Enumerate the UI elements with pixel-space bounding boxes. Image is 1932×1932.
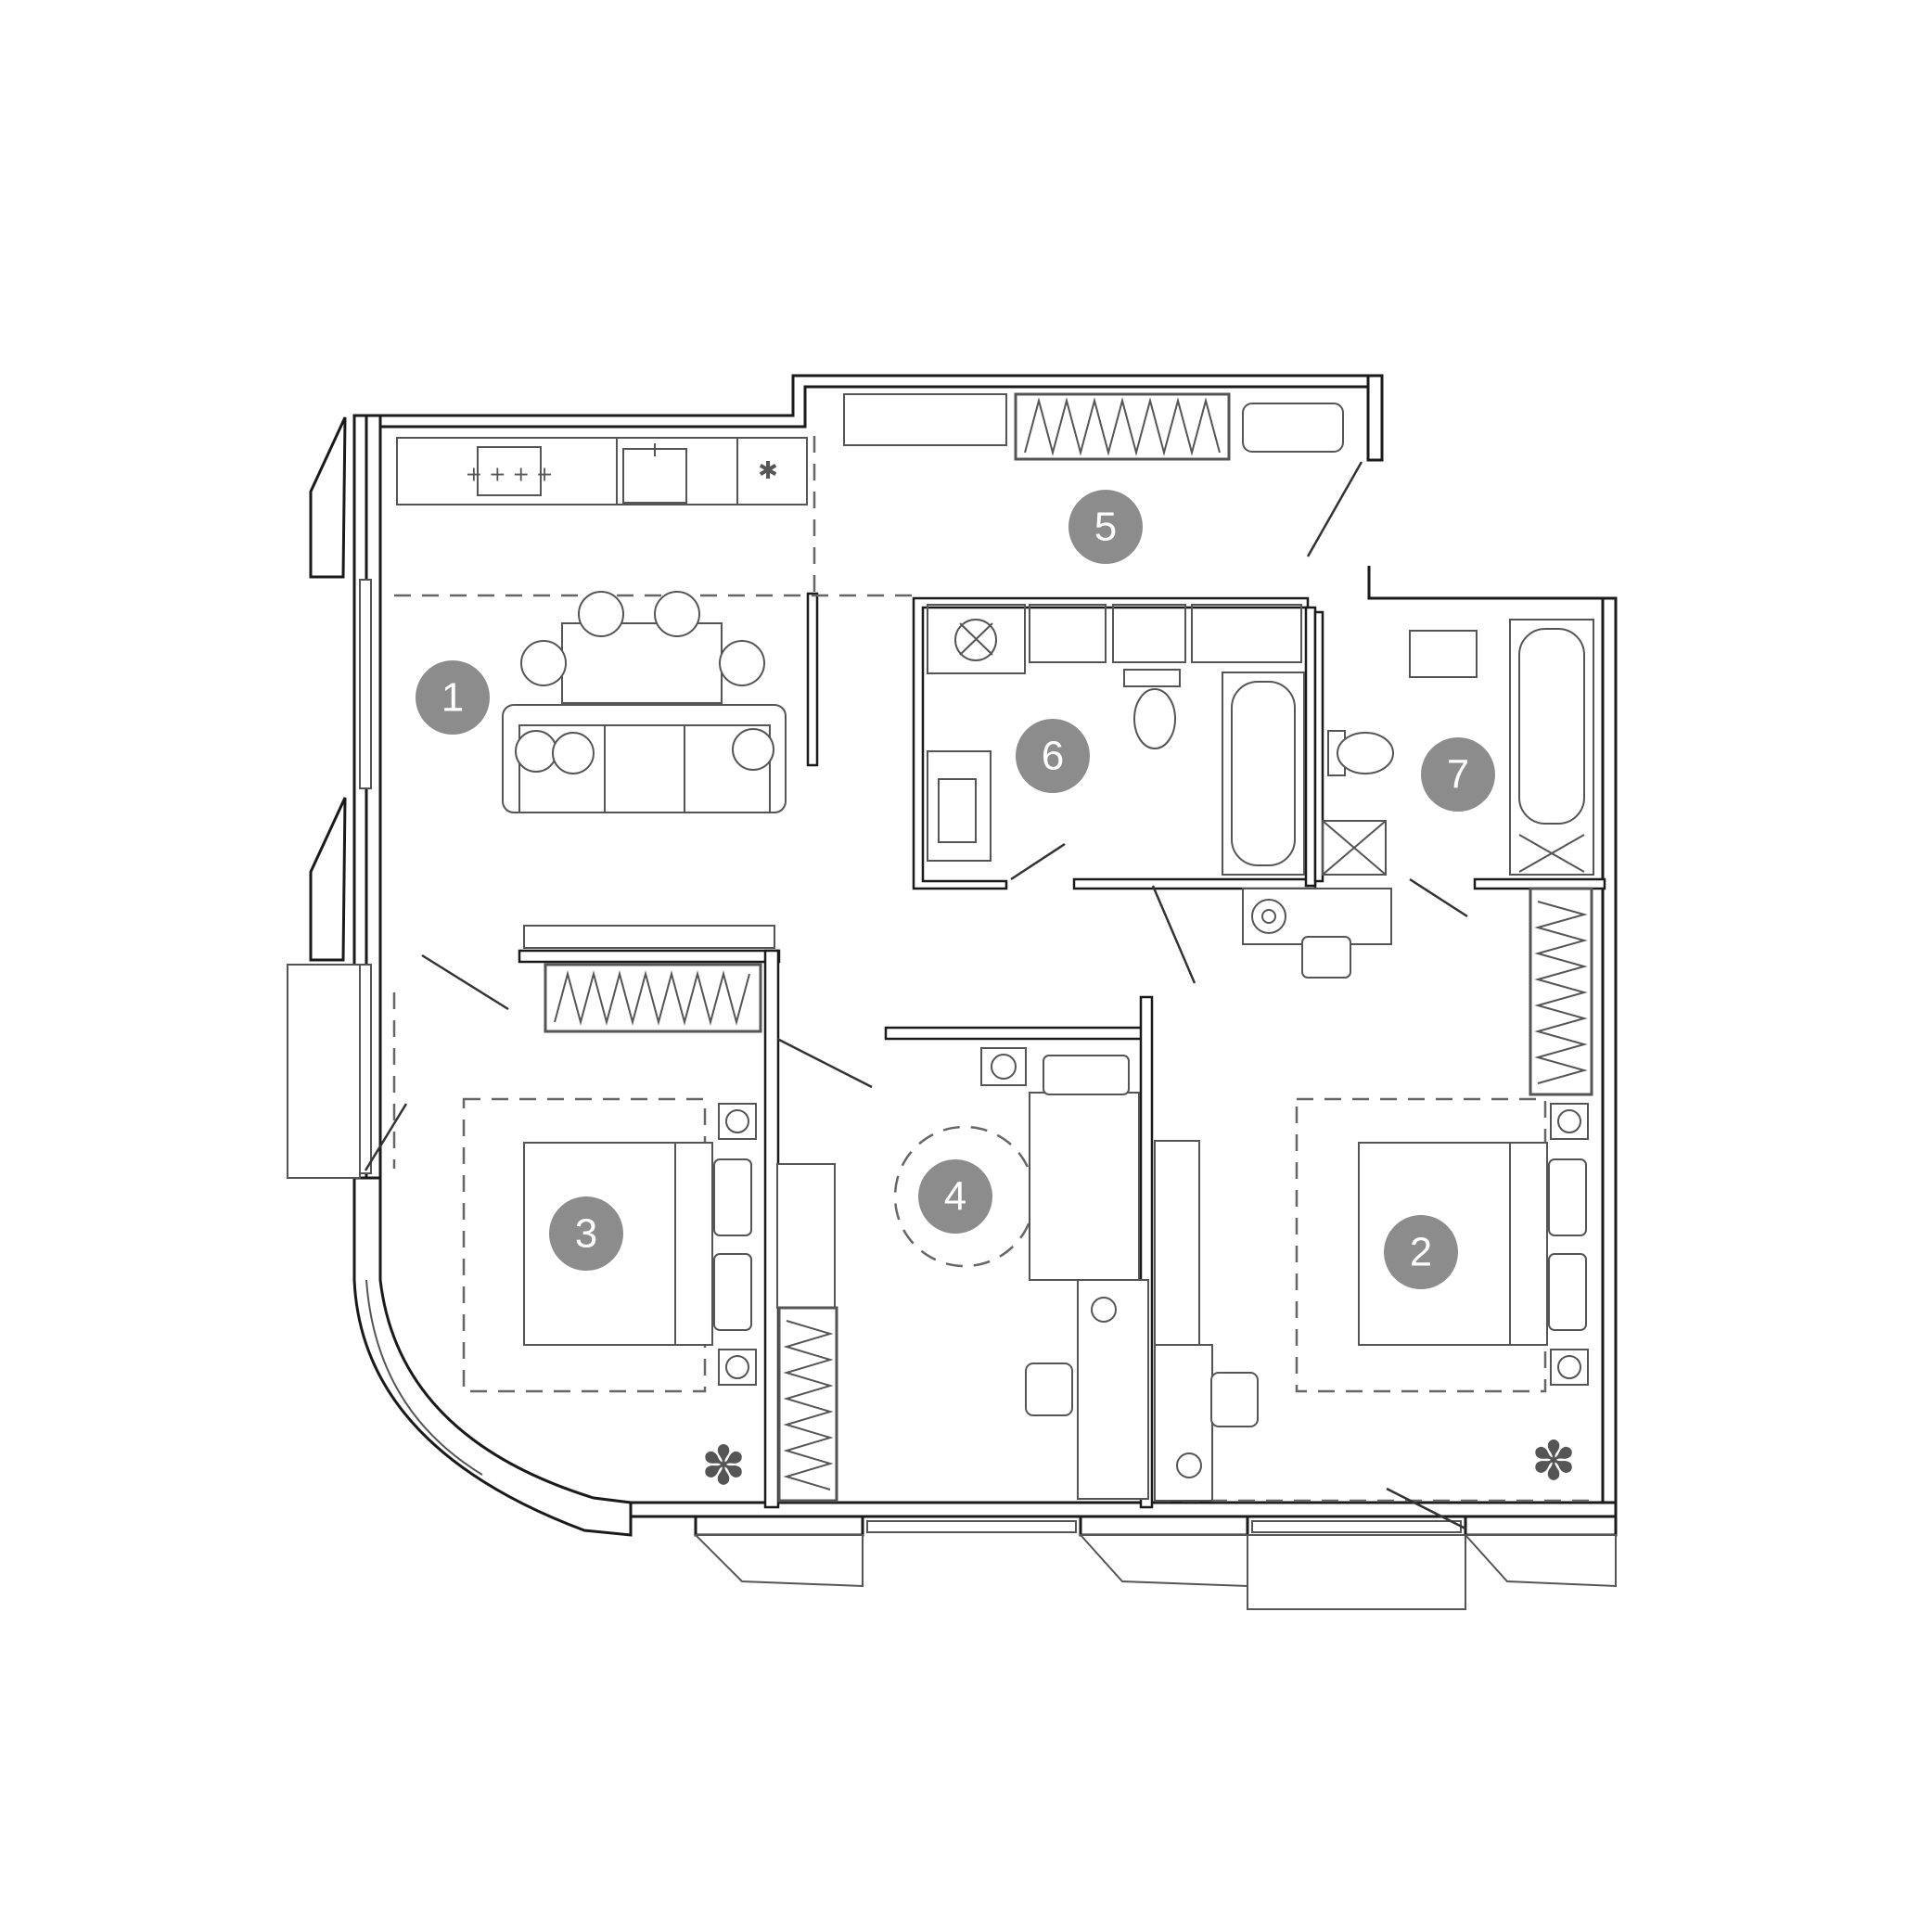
fridge-icon: ✱ — [758, 457, 778, 485]
svg-text:7: 7 — [1447, 752, 1469, 798]
room-marker-3: 3 — [549, 1196, 623, 1271]
room-3-balcony-door — [364, 1103, 408, 1171]
room-4-desk — [980, 1047, 1140, 1281]
bathroom-7-door — [1409, 877, 1468, 918]
svg-text:3: 3 — [575, 1211, 597, 1257]
dining-table — [520, 591, 765, 704]
left-balcony-walls — [287, 416, 361, 1179]
kitchen-counter — [396, 437, 808, 505]
sink-icon — [622, 443, 687, 504]
svg-text:+ + + +: + + + + — [466, 464, 554, 487]
sofa — [502, 704, 787, 813]
bathroom-6-fixtures — [927, 604, 1305, 876]
room-marker-2: 2 — [1384, 1215, 1458, 1289]
room-4-closet — [1154, 1140, 1259, 1502]
wardrobe-right — [1529, 887, 1593, 1096]
room-marker-6: 6 — [1016, 719, 1090, 793]
svg-text:4: 4 — [944, 1174, 966, 1220]
room-marker-7: 7 — [1421, 737, 1495, 812]
hall-door-2 — [1151, 885, 1196, 984]
hall-door — [1306, 461, 1363, 557]
svg-text:6: 6 — [1042, 734, 1064, 779]
room-marker-4: 4 — [918, 1159, 992, 1234]
svg-text:1: 1 — [441, 675, 464, 721]
bottom-balcony-walls — [693, 1534, 1617, 1610]
hall-storage — [843, 392, 1344, 461]
room-marker-5: 5 — [1068, 490, 1143, 564]
svg-text:2: 2 — [1410, 1230, 1432, 1275]
room-2-balcony-door — [1386, 1487, 1466, 1530]
room-2-plant-icon: ✽ — [1531, 1429, 1577, 1492]
windows — [359, 579, 1462, 1533]
bathroom-7-fixtures — [1313, 610, 1594, 883]
bathroom-6-door — [1010, 842, 1066, 881]
room-marker-1: 1 — [416, 660, 490, 735]
stove-icon: + + + + — [466, 446, 554, 496]
laundry-nook — [1242, 888, 1392, 979]
svg-text:5: 5 — [1094, 505, 1117, 550]
room-4-door — [776, 1037, 873, 1089]
room-3-wardrobe — [523, 925, 775, 1033]
room-3-plant-icon: ✽ — [701, 1434, 747, 1497]
room-3-entry-door — [421, 953, 509, 1011]
room-4-shelf — [1025, 1279, 1149, 1500]
room-3-wardrobe-side — [776, 1163, 838, 1503]
